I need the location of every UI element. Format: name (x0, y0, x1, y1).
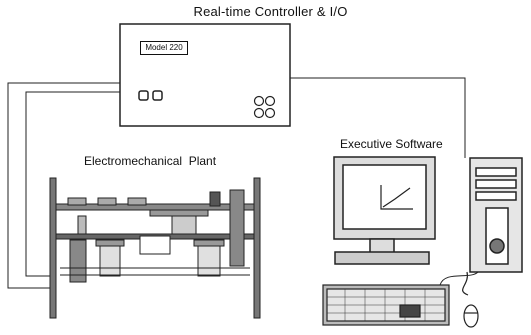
connector-4 (264, 107, 276, 119)
computer-keyboard (322, 284, 450, 326)
plant-post-left (49, 177, 57, 319)
knob-2 (152, 90, 163, 101)
drive-bay-3 (475, 191, 517, 201)
connector-3 (253, 107, 265, 119)
plant-block-right (229, 189, 245, 267)
computer-mouse (462, 271, 479, 328)
keyboard-cable (439, 271, 479, 286)
cable-controller-to-plant-1 (7, 82, 120, 289)
plant-pulley-left (77, 215, 87, 235)
model-label: Model 220 (140, 41, 188, 55)
plant-pulley-mid (171, 215, 197, 235)
cable-controller-to-plant-2 (25, 91, 120, 277)
monitor-stand (369, 238, 395, 254)
cables (7, 77, 466, 289)
drive-bay-2 (475, 179, 517, 189)
computer-tower (469, 157, 523, 273)
connector-1 (253, 95, 265, 107)
computer-monitor (333, 156, 436, 265)
knob-1 (138, 90, 149, 101)
monitor-base (334, 251, 430, 265)
plant-post-right (253, 177, 261, 319)
drive-bay-1 (475, 167, 517, 177)
controller-title: Real-time Controller & I/O (193, 4, 348, 19)
cable-controller-to-computer (289, 77, 466, 158)
connector-2 (264, 95, 276, 107)
tower-panel (485, 207, 509, 265)
screen-plot-curve (382, 187, 411, 208)
power-button (489, 238, 505, 254)
software-label: Executive Software (340, 137, 443, 151)
plant-label: Electromechanical Plant (84, 154, 217, 168)
controller-box (119, 23, 291, 127)
plant-block-left (69, 239, 87, 283)
electromechanical-plant (49, 177, 261, 319)
screen-plot (380, 185, 413, 210)
monitor-screen (342, 164, 427, 230)
